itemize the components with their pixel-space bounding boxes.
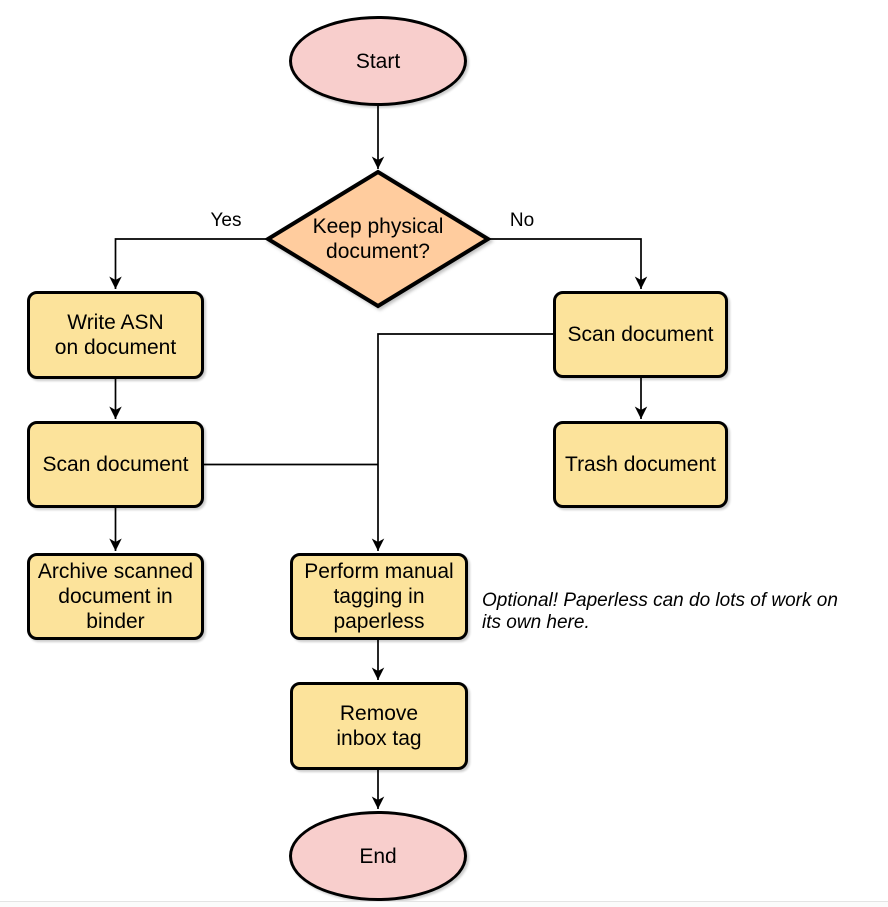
node-scan-right: Scan document	[553, 291, 728, 378]
edge-decision-scan-right	[488, 238, 648, 289]
node-scan-left: Scan document	[27, 421, 204, 508]
node-write-asn: Write ASN on document	[27, 291, 204, 379]
node-archive: Archive scanned document in binder	[27, 553, 204, 640]
edge-label-no: No	[509, 210, 535, 231]
node-end: End	[289, 811, 467, 901]
node-decision-label: Keep physical document?	[312, 215, 444, 263]
node-tagging: Perform manual tagging in paperless	[290, 553, 468, 640]
node-start: Start	[289, 16, 467, 106]
page-bottom-divider	[0, 901, 888, 907]
node-remove-inbox: Remove inbox tag	[290, 682, 468, 770]
annotation-note: Optional! Paperless can do lots of work …	[482, 590, 838, 633]
edge-decision-write-asn	[109, 238, 268, 289]
edge-label-yes: Yes	[210, 210, 242, 231]
node-trash: Trash document	[553, 421, 728, 508]
edge-scan-right-tagging	[371, 333, 553, 551]
decision-diamond-shape	[264, 169, 492, 309]
